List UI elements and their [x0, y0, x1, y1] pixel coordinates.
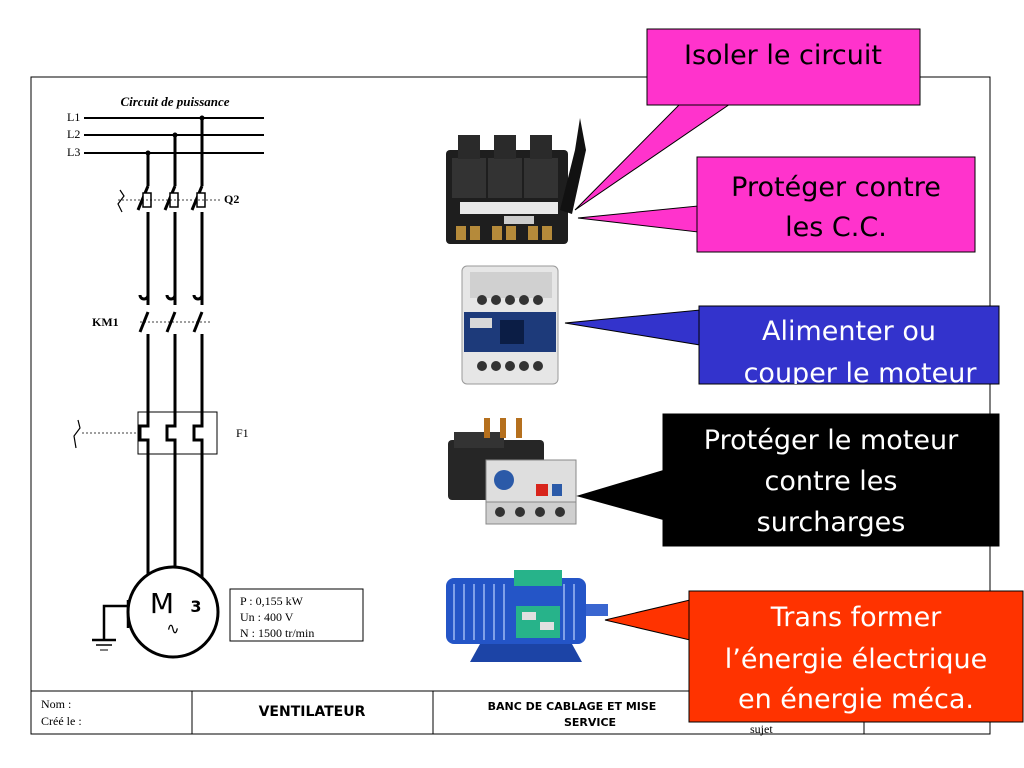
motor-ac-symbol: ∿ [166, 619, 179, 638]
callout-overload-line1: Protéger le moteur [704, 425, 959, 456]
motor-power: P : 0,155 kW [240, 594, 304, 608]
schematic-title: Circuit de puissance [120, 94, 229, 109]
earth-symbol [92, 600, 130, 651]
bench-line1: BANC DE CABLAGE ET MISE [488, 700, 657, 713]
callout-motor-line3: en énergie méca. [738, 684, 974, 715]
motor-voltage: Un : 400 V [240, 610, 294, 624]
switch-disconnector-image [446, 118, 586, 244]
callout-pointer-shortcircuit [577, 205, 699, 233]
callout-motor-line2: l’énergie électrique [725, 644, 988, 675]
motor-letter: M [150, 587, 174, 620]
motor-phases: 3 [190, 597, 201, 616]
callout-isolate: Isoler le circuit [646, 28, 921, 106]
bench-line2: SERVICE [564, 716, 616, 729]
callout-shortcircuit-line2: les C.C. [785, 212, 887, 243]
phase-conductors [136, 118, 204, 580]
callout-motor: Trans former l’énergie électrique en éne… [688, 590, 1024, 723]
callout-isolate-text: Isoler le circuit [684, 40, 882, 71]
created-label: Créé le : [41, 714, 82, 728]
callout-contactor: Alimenter ou couper le moteur [698, 305, 1000, 389]
callout-overload-line2: contre les [765, 466, 898, 497]
callout-motor-line1: Trans former [770, 602, 942, 633]
thermal-relay-image [448, 418, 577, 525]
motor-image [446, 570, 608, 662]
drawing-frame [30, 76, 991, 735]
callout-contactor-line1: Alimenter ou [762, 316, 936, 347]
callout-pointer-motor [604, 599, 691, 641]
relay-label: F1 [236, 426, 249, 440]
phase-label-l1: L1 [67, 110, 80, 124]
callout-contactor-line2: couper le moteur [744, 358, 978, 389]
phase-label-l3: L3 [67, 145, 80, 159]
name-label: Nom : [41, 697, 71, 711]
callout-overload-line3: surcharges [757, 507, 906, 538]
callout-pointer-overload [576, 469, 666, 521]
phase-label-l2: L2 [67, 127, 80, 141]
power-schematic: Circuit de puissance L1 L2 L3 [67, 94, 364, 659]
callout-overload: Protéger le moteur contre les surcharges [662, 413, 1000, 547]
motor-spec-box [229, 588, 364, 642]
callout-shortcircuit: Protéger contre les C.C. [696, 156, 976, 253]
callout-pointer-contactor [564, 309, 701, 346]
contactor-label: KM1 [92, 315, 119, 329]
relay-frame [137, 411, 218, 455]
breaker-label: Q2 [224, 192, 239, 206]
motor-speed: N : 1500 tr/min [240, 626, 314, 640]
subject-label: sujet [750, 722, 773, 736]
callout-shortcircuit-line1: Protéger contre [731, 172, 941, 203]
contactor-image [461, 265, 559, 385]
project-name: VENTILATEUR [259, 704, 366, 720]
